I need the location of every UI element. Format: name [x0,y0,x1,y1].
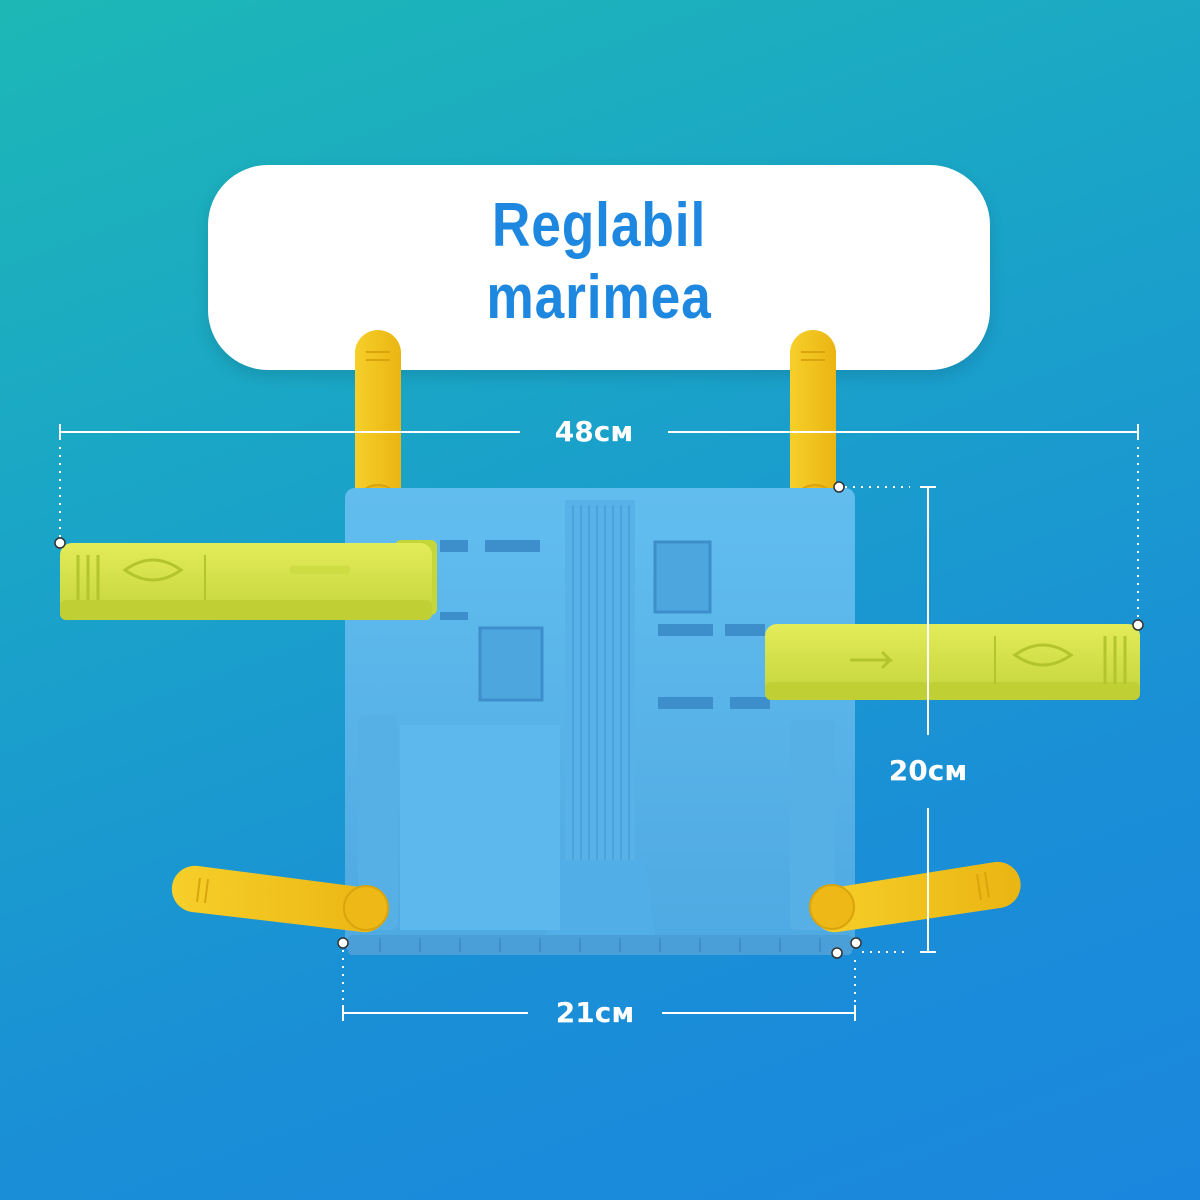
endpoint-marker [833,481,845,493]
endpoint-marker [1132,619,1144,631]
headline-line-2: marimea [486,263,712,332]
top-left-arm-tip [355,330,401,410]
endpoint-marker [337,937,349,949]
title-card [208,165,990,370]
right-page-clamp [765,624,1140,700]
total-width-label: 48см [554,415,634,448]
dimension-line-total-width [59,424,1139,620]
stand-body [345,488,855,955]
headline: Reglabil marimea [263,190,936,334]
bottom-right-arm [809,861,1021,933]
endpoint-marker [831,947,843,959]
dimension-line-base-width [342,950,856,1021]
base-width-label: 21см [555,996,635,1029]
headline-line-1: Reglabil [491,191,707,260]
top-right-arm-tip [790,330,836,410]
dimension-line-height [845,486,936,953]
left-page-clamp [60,540,437,620]
endpoint-marker [54,537,66,549]
height-label: 20см [888,754,968,787]
bottom-left-arm [171,865,389,933]
endpoint-marker [850,937,862,949]
